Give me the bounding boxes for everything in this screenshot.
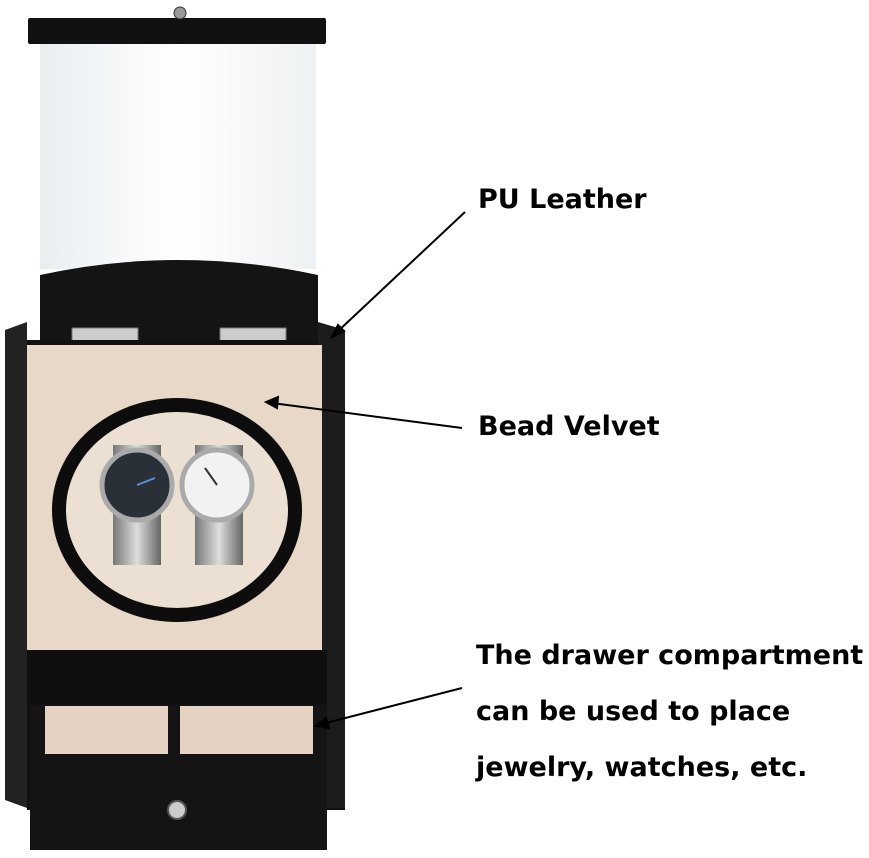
lid-latch [173,6,187,20]
drawer-tray-right [180,706,313,754]
lid-back [40,260,318,342]
label-pu-leather: PU Leather [478,184,647,215]
arrow-pu-leather [335,211,466,334]
box-body [5,322,27,808]
drawer-knob [167,800,187,820]
label-drawer-line: jewelry, watches, etc. [476,752,808,783]
drawer-tray-left [45,706,168,754]
label-drawer-line: can be used to place [476,696,791,727]
arrow-drawer [321,687,463,725]
label-drawer: The drawer compartment can be used to pl… [476,628,863,796]
winder-ring [52,398,302,622]
label-bead-velvet: Bead Velvet [478,411,660,442]
lid-top-bar [28,18,326,44]
glass-lid [40,44,316,269]
arrow-bead-velvet [271,402,463,429]
label-drawer-line: The drawer compartment [476,640,864,671]
